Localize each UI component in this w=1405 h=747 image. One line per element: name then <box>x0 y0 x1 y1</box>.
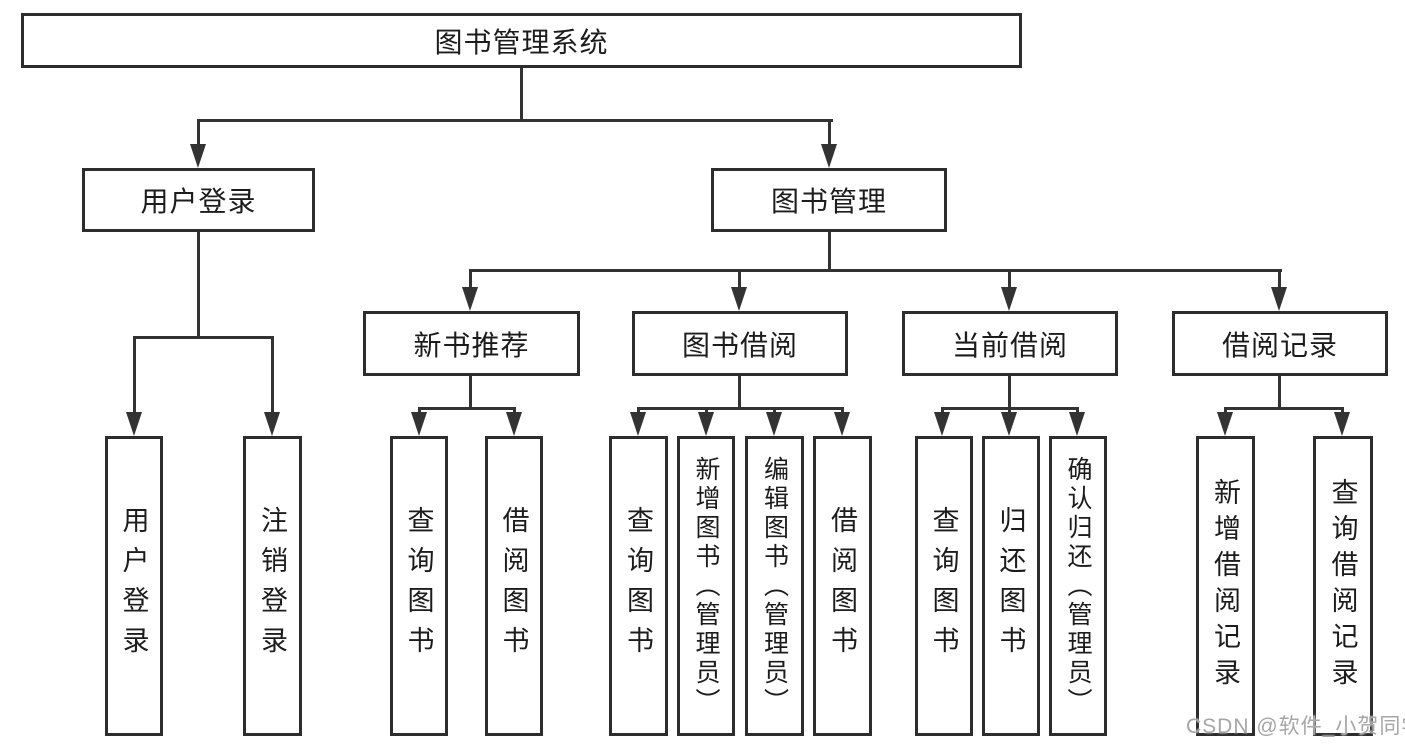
arrow-down-icon <box>1001 287 1017 311</box>
arrow-down-icon <box>1001 412 1017 436</box>
watermark: CSDN @软件_小贺同学 <box>1186 715 1405 738</box>
node-current-borrowing-label: 当前借阅 <box>951 329 1068 361</box>
node-new-book-recommend: 新书推荐 <box>363 311 580 376</box>
leaf-add-borrow-record: 新增借阅记录 <box>1196 436 1255 736</box>
connector-stub <box>1008 407 1011 415</box>
leaf-query-books-borrowing: 查询图书 <box>609 436 668 736</box>
connector-to-user-login <box>197 119 200 147</box>
leaf-query-borrow-record-label: 查询借阅记录 <box>1327 478 1358 694</box>
leaf-query-books-borrowing-label: 查询图书 <box>623 506 653 666</box>
node-book-borrowing-label: 图书借阅 <box>681 329 798 361</box>
arrow-down-icon <box>698 412 714 436</box>
connector-stub <box>773 407 776 415</box>
connector-level3-rail <box>469 269 1282 272</box>
connector-to-borrowing-records <box>1278 269 1281 291</box>
node-borrowing-records: 借阅记录 <box>1172 311 1388 376</box>
arrow-down-icon <box>821 144 837 168</box>
leaf-borrow-books-borrowing-label: 借阅图书 <box>827 506 857 666</box>
leaf-user-login: 用户登录 <box>105 436 163 736</box>
arrow-down-icon <box>1271 287 1287 311</box>
arrow-down-icon <box>766 412 782 436</box>
connector-to-new-book-recommend <box>469 269 472 291</box>
connector-stub <box>418 407 421 415</box>
leaf-borrow-books-recommend: 借阅图书 <box>485 436 543 736</box>
leaf-user-login-label: 用户登录 <box>118 506 149 666</box>
node-user-login-label: 用户登录 <box>140 186 257 217</box>
node-library-system: 图书管理系统 <box>21 13 1022 68</box>
connector-borrowing-records-rail <box>1224 407 1344 410</box>
leaf-query-books-recommend-label: 查询图书 <box>403 506 434 666</box>
node-book-borrowing: 图书借阅 <box>632 311 848 376</box>
arrow-down-icon <box>934 412 950 436</box>
node-book-management: 图书管理 <box>711 168 947 232</box>
leaf-edit-books-admin-label: 编辑图书（管理员） <box>760 455 789 717</box>
connector-user-login-rail <box>133 336 274 339</box>
connector-to-book-management <box>828 119 831 147</box>
arrow-down-icon <box>126 412 142 436</box>
connector-borrowing-records-stem <box>1278 376 1281 409</box>
connector-new-book-rail <box>418 407 516 410</box>
arrow-down-icon <box>506 412 522 436</box>
arrow-down-icon <box>834 412 850 436</box>
connector-level2-rail <box>197 119 833 122</box>
arrow-down-icon <box>1217 412 1233 436</box>
leaf-return-books: 归还图书 <box>982 436 1040 736</box>
leaf-edit-books-admin: 编辑图书（管理员） <box>745 436 804 736</box>
node-current-borrowing: 当前借阅 <box>902 311 1118 376</box>
connector-stub <box>705 407 708 415</box>
node-library-system-label: 图书管理系统 <box>434 26 609 58</box>
arrow-down-icon <box>731 287 747 311</box>
connector-stub <box>513 407 516 415</box>
arrow-down-icon <box>411 412 427 436</box>
arrow-down-icon <box>630 412 646 436</box>
connector-stub <box>941 407 944 415</box>
leaf-logout: 注销登录 <box>243 436 302 736</box>
node-user-login: 用户登录 <box>82 168 315 232</box>
connector-book-management-stem <box>828 232 831 272</box>
arrow-down-icon <box>190 144 206 168</box>
leaf-confirm-return-admin: 确认归还（管理员） <box>1049 436 1107 736</box>
leaf-confirm-return-admin-label: 确认归还（管理员） <box>1064 455 1092 717</box>
connector-stub <box>1076 407 1079 415</box>
node-borrowing-records-label: 借阅记录 <box>1221 329 1338 361</box>
node-book-management-label: 图书管理 <box>770 186 887 217</box>
leaf-add-borrow-record-label: 新增借阅记录 <box>1210 478 1240 694</box>
connector-book-borrowing-stem <box>738 376 741 409</box>
connector-current-borrowing-stem <box>1008 376 1011 409</box>
leaf-query-books-current: 查询图书 <box>915 436 973 736</box>
connector-book-borrowing-rail <box>637 407 844 410</box>
connector-to-book-borrowing <box>738 269 741 291</box>
leaf-borrow-books-borrowing: 借阅图书 <box>813 436 872 736</box>
arrow-down-icon <box>1334 412 1350 436</box>
connector-stub <box>637 407 640 415</box>
leaf-query-books-current-label: 查询图书 <box>928 506 959 666</box>
connector-stub <box>1341 407 1344 415</box>
connector-to-current-borrowing <box>1008 269 1011 291</box>
node-new-book-recommend-label: 新书推荐 <box>413 329 530 361</box>
connector-new-book-stem <box>469 376 472 409</box>
arrow-down-icon <box>462 287 478 311</box>
connector-stub <box>1224 407 1227 415</box>
arrow-down-icon <box>264 412 280 436</box>
leaf-add-books-admin-label: 新增图书（管理员） <box>692 455 720 717</box>
connector-to-leaf-user-login <box>133 336 136 414</box>
arrow-down-icon <box>1069 412 1085 436</box>
connector-user-login-stem <box>197 232 200 338</box>
connector-stub <box>841 407 844 415</box>
leaf-query-borrow-record: 查询借阅记录 <box>1313 436 1373 736</box>
leaf-add-books-admin: 新增图书（管理员） <box>677 436 735 736</box>
connector-to-leaf-logout <box>271 336 274 414</box>
leaf-logout-label: 注销登录 <box>257 506 287 666</box>
leaf-query-books-recommend: 查询图书 <box>390 436 448 736</box>
connector-root-stem <box>520 68 523 120</box>
leaf-return-books-label: 归还图书 <box>995 506 1026 666</box>
leaf-borrow-books-recommend-label: 借阅图书 <box>498 506 529 666</box>
